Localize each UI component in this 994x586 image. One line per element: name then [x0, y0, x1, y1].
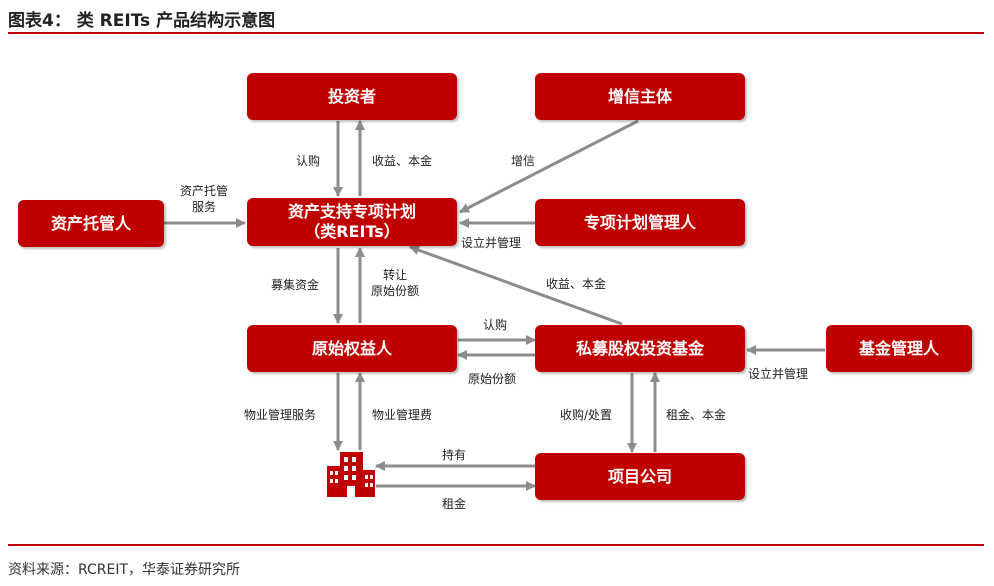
source-note: 资料来源：RCREIT，华泰证券研究所 — [8, 562, 241, 578]
label-credit-enhance: 增信 — [511, 154, 536, 168]
label-establish-manage-plan: 设立并管理 — [461, 236, 522, 250]
credit-enhancer-label: 增信主体 — [607, 86, 672, 106]
label-income-principal-fund: 收益、本金 — [546, 277, 607, 291]
fund-manager-box: 基金管理人 — [826, 325, 972, 372]
investor-label: 投资者 — [327, 86, 376, 106]
label-hold: 持有 — [442, 448, 467, 462]
label-establish-manage-fund: 设立并管理 — [748, 367, 809, 381]
label-custody-service-line1: 资产托管 — [179, 184, 228, 198]
abs-plan-label-line1: 资产支持专项计划 — [287, 202, 416, 221]
label-custody-service-line2: 服务 — [191, 200, 216, 215]
private-fund-label: 私募股权投资基金 — [575, 338, 704, 358]
project-company-box: 项目公司 — [535, 453, 745, 500]
building-icon — [327, 452, 375, 497]
label-original-share: 原始份额 — [468, 372, 517, 386]
investor-box: 投资者 — [247, 73, 457, 120]
label-income-principal-investor: 收益、本金 — [372, 154, 433, 168]
abs-plan-label-line2: （类REITs） — [304, 222, 400, 241]
label-custody-service: 资产托管 服务 — [168, 183, 240, 215]
original-owner-label: 原始权益人 — [311, 338, 392, 358]
custodian-label: 资产托管人 — [50, 213, 131, 233]
label-rent: 租金 — [442, 497, 467, 511]
label-property-service: 物业管理服务 — [244, 408, 317, 422]
custodian-box: 资产托管人 — [18, 200, 164, 247]
bottom-rule — [8, 544, 984, 546]
label-subscribe-fund: 认购 — [483, 318, 508, 332]
project-company-label: 项目公司 — [607, 466, 672, 486]
arrow-credit-enhance — [459, 119, 639, 214]
label-transfer-line1: 转让 — [382, 268, 407, 282]
label-acquire-dispose: 收购/处置 — [560, 408, 613, 422]
label-rent-principal: 租金、本金 — [666, 408, 727, 422]
label-subscribe-investor: 认购 — [296, 154, 321, 168]
label-transfer-line2: 原始份额 — [370, 284, 419, 299]
fund-manager-label: 基金管理人 — [858, 338, 939, 358]
plan-manager-box: 专项计划管理人 — [535, 199, 745, 246]
credit-enhancer-box: 增信主体 — [535, 73, 745, 120]
arrow-income-from-fund — [409, 245, 623, 326]
label-property-fee: 物业管理费 — [372, 408, 433, 422]
plan-manager-label: 专项计划管理人 — [583, 212, 696, 232]
figure-title: 图表4： 类 REITs 产品结构示意图 — [8, 11, 276, 31]
original-owner-box: 原始权益人 — [247, 325, 457, 372]
label-raise-funds: 募集资金 — [271, 278, 320, 292]
label-transfer-share: 转让 原始份额 — [366, 267, 424, 299]
private-fund-box: 私募股权投资基金 — [535, 325, 745, 372]
top-rule — [8, 32, 984, 34]
abs-plan-box: 资产支持专项计划 （类REITs） — [247, 198, 457, 246]
